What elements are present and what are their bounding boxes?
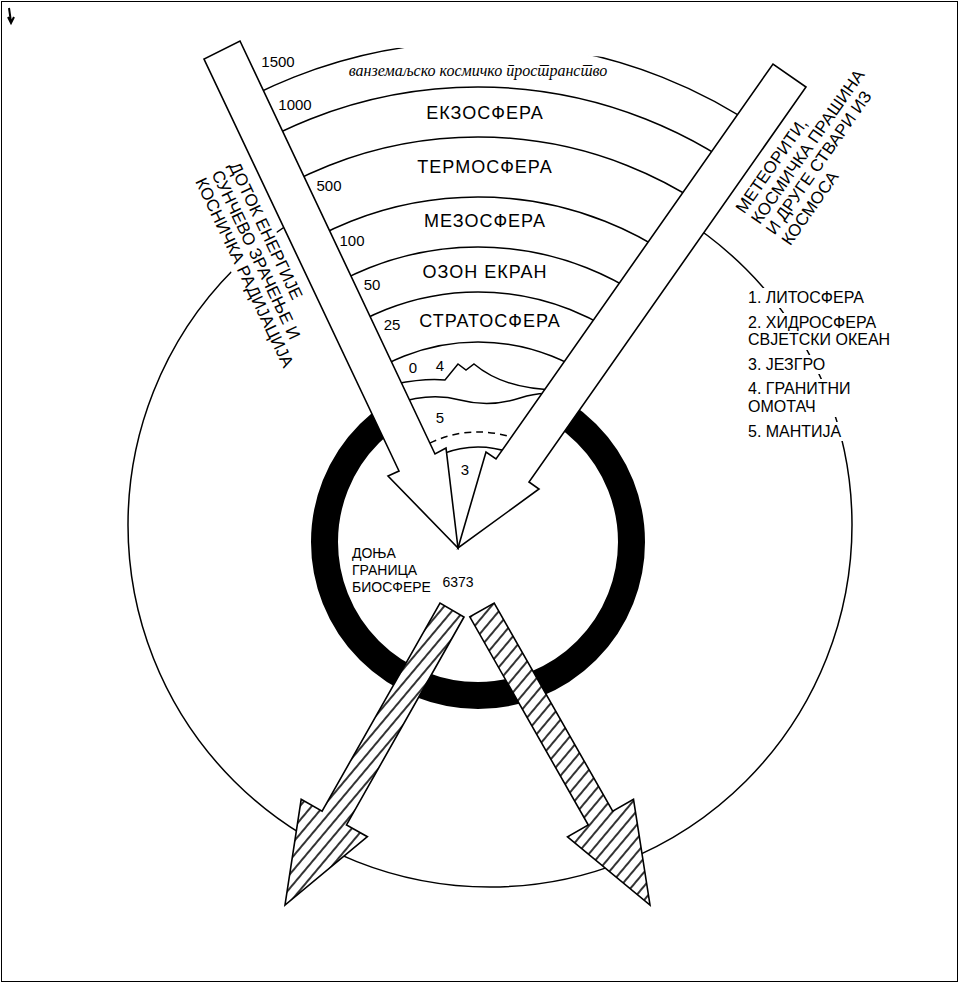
boundary-label: ДОЊА ГРАНИЦА БИОСФЕРЕ	[352, 545, 434, 596]
layer-name: ОЗОН ЕКРАН	[423, 263, 548, 283]
altitude-number: 0	[409, 360, 417, 377]
callout-number: 5	[436, 410, 444, 427]
callout-number: 4	[436, 358, 444, 375]
layer-arc	[278, 342, 678, 742]
callout-number: 3	[461, 462, 469, 479]
altitude-number: 1000	[278, 97, 311, 114]
space-label: ванземаљско космичко пространство	[349, 62, 608, 80]
hatched-outflow-arrow	[470, 603, 650, 905]
legend-item: 5. МАНТИЈА	[745, 422, 920, 442]
altitude-number: 500	[316, 178, 341, 195]
layer-arc	[228, 292, 728, 792]
layer-name: ТЕРМОСФЕРА	[417, 158, 552, 178]
altitude-number: 100	[339, 233, 364, 250]
layer-name: ЕКЗОСФЕРА	[426, 104, 543, 124]
depth-number: 6373	[442, 575, 473, 590]
legend-item: 3. ЈЕЗГРО	[745, 355, 920, 375]
legend-item: 4. ГРАНИТНИ ОМОТАЧ	[745, 379, 920, 416]
side-caption: МЕТЕОРИТИ, КОСМИЧКА ПРАШИНА И ДРУГЕ СТВА…	[731, 41, 911, 253]
layer-arc	[133, 197, 823, 887]
layer-name: МЕЗОСФЕРА	[424, 212, 546, 232]
layer-name: СТРАТОСФЕРА	[419, 312, 560, 332]
side-caption: ДОТОК ЕНЕРГИЈЕ СУНЧЕВО ЗРАЧЕЊЕ И КОСНИЧК…	[189, 156, 333, 375]
legend-item: 1. ЛИТОСФЕРА	[745, 288, 920, 308]
stray-mark	[8, 8, 14, 23]
altitude-number: 50	[364, 277, 381, 294]
legend-item: 2. ХИДРОСФЕРА СВЈЕТСКИ ОКЕАН	[745, 313, 920, 350]
altitude-number: 1500	[261, 54, 294, 71]
altitude-number: 25	[384, 317, 401, 334]
terrain-line	[380, 364, 560, 390]
layer-arc	[73, 137, 883, 947]
hatched-outflow-arrow	[285, 603, 464, 905]
